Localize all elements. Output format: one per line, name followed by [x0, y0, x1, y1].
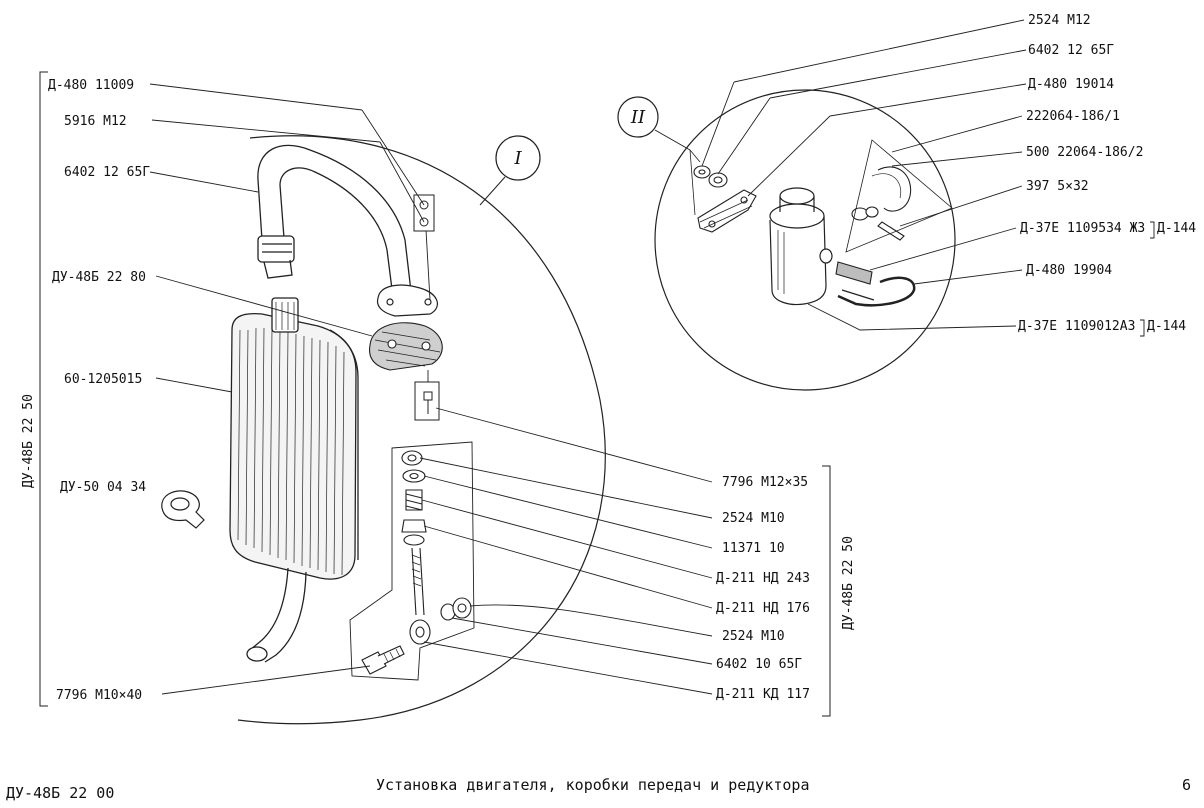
label-2524-m10-b: 2524 М10	[722, 629, 785, 644]
nut-detail	[413, 194, 435, 232]
callout-one-label: I	[513, 148, 522, 169]
detail-leaders	[701, 19, 1027, 331]
label-d211-nd243: Д-211 НД 243	[716, 571, 810, 586]
label-d37e-1109534: Д-37Е 1109534 ЖЗ	[1020, 221, 1145, 236]
callout-two-label: II	[630, 107, 646, 128]
label-d144-b: Д-144	[1147, 319, 1186, 334]
detail-two-construction	[689, 149, 701, 216]
label-d211-nd176: Д-211 НД 176	[716, 601, 810, 616]
label-detail-6402-12-65g: 6402 12 65Г	[1028, 43, 1114, 58]
label-500-22064-186-2: 500 22064-186/2	[1026, 145, 1143, 160]
gasket	[368, 322, 443, 371]
bolt-m10	[361, 645, 405, 675]
callout-two-bubble	[617, 96, 659, 138]
label-11371-10: 11371 10	[722, 541, 785, 556]
label-397-5x32: 397 5×32	[1026, 179, 1089, 194]
fastener-stack	[401, 450, 472, 645]
label-7796-m12x35: 7796 М12×35	[722, 475, 808, 490]
left-leaders	[149, 83, 425, 695]
label-222064-186-1: 222064-186/1	[1026, 109, 1120, 124]
label-du48b-2280: ДУ-48Б 22 80	[52, 270, 146, 285]
label-d211-kd117: Д-211 КД 117	[716, 687, 810, 702]
clamp-construction	[845, 139, 953, 253]
bolt-detail	[414, 381, 440, 421]
left-assembly-bracket	[39, 71, 48, 707]
label-60-1205015: 60-1205015	[64, 372, 142, 387]
label-d480-19014: Д-480 19014	[1028, 77, 1114, 92]
clamp	[161, 490, 205, 529]
canister	[769, 187, 833, 306]
drawing-title: Установка двигателя, коробки передач и р…	[376, 776, 809, 794]
fastener-outline	[349, 441, 475, 681]
bracket-d144-b	[1140, 319, 1145, 337]
detail-two-bracket	[693, 165, 757, 233]
label-d480-19904: Д-480 19904	[1026, 263, 1112, 278]
label-d37e-1109012: Д-37Е 1109012А3	[1018, 319, 1135, 334]
label-d144-a: Д-144	[1157, 221, 1196, 236]
label-d480-11009: Д-480 11009	[48, 78, 134, 93]
label-2524-m10-a: 2524 М10	[722, 511, 785, 526]
label-2524-m12: 2524 М12	[1028, 13, 1091, 28]
detail-circle-one	[237, 135, 606, 725]
bracket-d144-a	[1150, 221, 1155, 239]
label-7796-m10x40: 7796 М10×40	[56, 688, 142, 703]
callout-two-leader	[654, 129, 691, 151]
callout-one-bubble	[495, 135, 541, 181]
right-assembly-label: ДУ-48Б 22 50	[841, 536, 856, 630]
label-5916-m12: 5916 М12	[64, 114, 127, 129]
pipe-flange	[376, 284, 438, 317]
left-assembly-label: ДУ-48Б 22 50	[21, 394, 36, 488]
exhaust-pipe	[257, 144, 413, 306]
muffler	[229, 297, 359, 663]
label-6402-12-65g: 6402 12 65Г	[64, 165, 150, 180]
right-leaders	[419, 407, 713, 695]
detail-two-clamp	[835, 166, 916, 307]
label-du50-0434: ДУ-50 04 34	[60, 480, 146, 495]
page-number: 6	[1182, 776, 1191, 794]
label-6402-10-65g: 6402 10 65Г	[716, 657, 802, 672]
detail-circle-two	[654, 89, 956, 391]
right-assembly-bracket	[822, 465, 831, 717]
drawing-code: ДУ-48Б 22 00	[6, 784, 114, 802]
callout-one-leader	[479, 176, 506, 206]
